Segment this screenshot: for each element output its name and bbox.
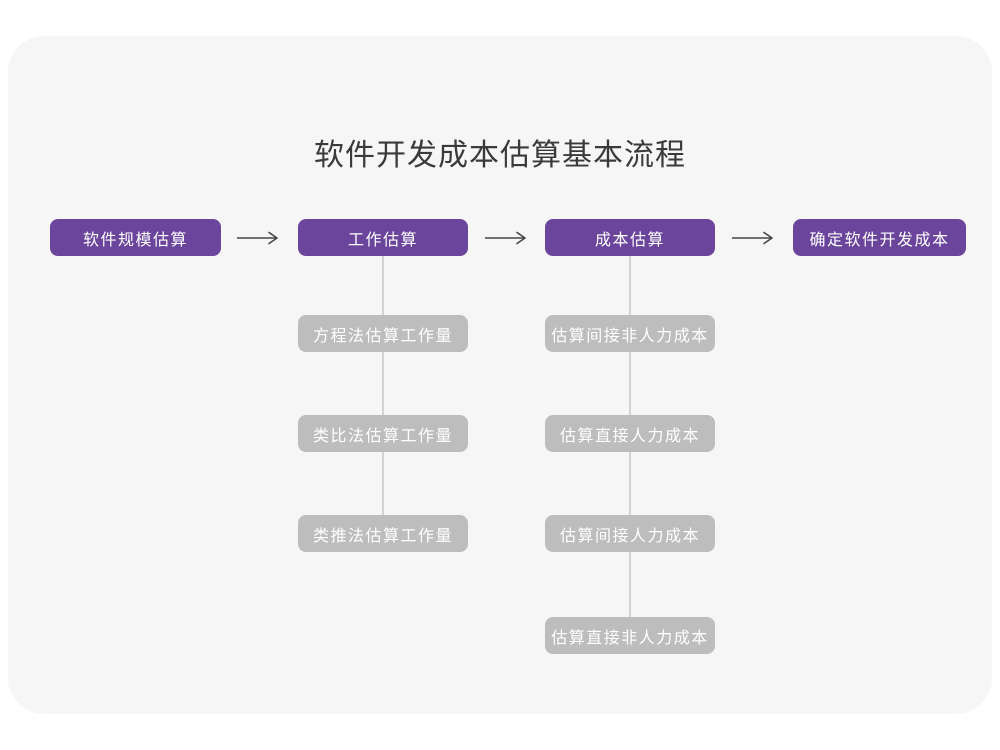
node-software-scale-estimation: 软件规模估算: [50, 219, 221, 256]
right-arrow-icon: [485, 231, 526, 245]
node-equation-method-workload: 方程法估算工作量: [298, 315, 468, 352]
node-indirect-labor-cost: 估算间接人力成本: [545, 515, 715, 552]
connector-line-work-estimation: [382, 256, 384, 516]
node-cost-estimation: 成本估算: [545, 219, 715, 256]
right-arrow-icon: [732, 231, 773, 245]
node-indirect-non-labor-cost: 估算间接非人力成本: [545, 315, 715, 352]
node-direct-non-labor-cost: 估算直接非人力成本: [545, 617, 715, 654]
diagram-card: 软件开发成本估算基本流程 软件规模估算 工作估算 成本估算 确定软件开发成本 方…: [8, 36, 992, 714]
right-arrow-icon: [237, 231, 278, 245]
node-direct-labor-cost: 估算直接人力成本: [545, 415, 715, 452]
node-determine-software-dev-cost: 确定软件开发成本: [793, 219, 966, 256]
node-work-estimation: 工作估算: [298, 219, 468, 256]
diagram-title: 软件开发成本估算基本流程: [314, 139, 686, 172]
node-extrapolation-method-workload: 类推法估算工作量: [298, 515, 468, 552]
node-analogy-method-workload: 类比法估算工作量: [298, 415, 468, 452]
